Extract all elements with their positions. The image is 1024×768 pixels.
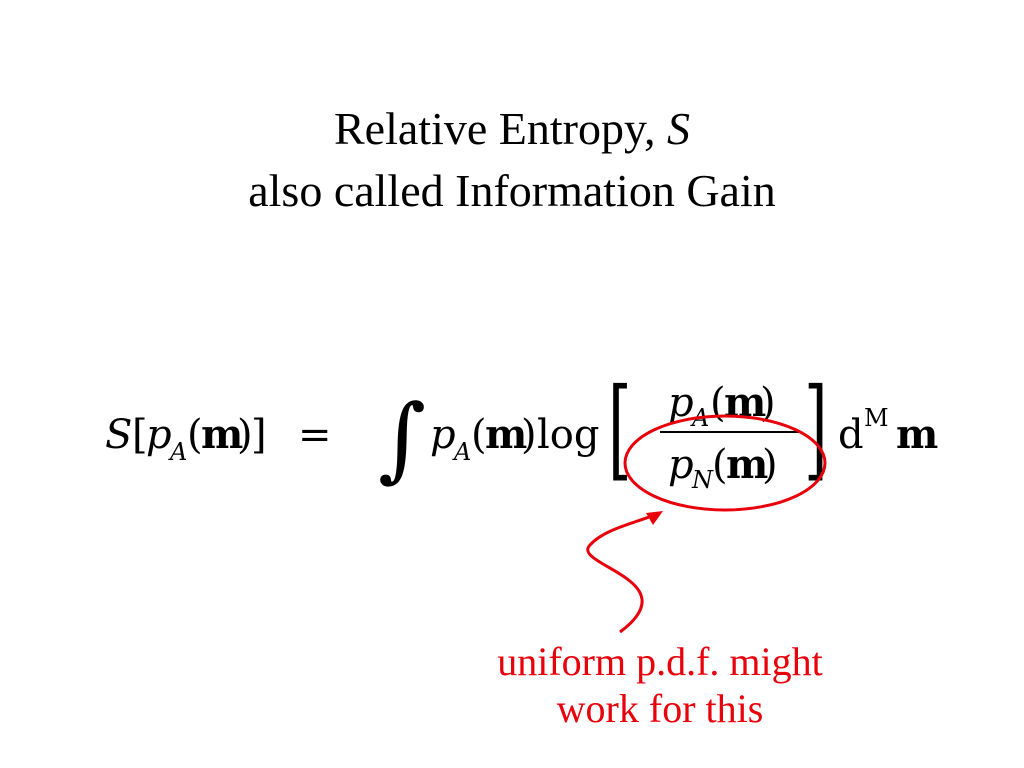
formula-integral-sign: ∫ <box>378 385 426 492</box>
denominator-highlight-ellipse <box>623 414 827 512</box>
annotation-callout: uniform p.d.f. might work for this <box>420 638 900 732</box>
annotation-line-2: work for this <box>556 686 764 731</box>
callout-arrow-curve <box>586 512 657 634</box>
slide-title: Relative Entropy, S also called Informat… <box>0 98 1024 222</box>
formula-lhs-m: m <box>201 411 243 458</box>
formula-denominator-paren-close: ) <box>762 442 778 488</box>
formula-equals: = <box>298 412 332 458</box>
formula-denominator-p: p <box>668 442 694 488</box>
annotation-line-1: uniform p.d.f. might <box>497 639 823 684</box>
formula-measure-m: m <box>896 411 938 458</box>
title-symbol: S <box>666 103 690 154</box>
formula-lhs-sub-a: A <box>168 438 187 466</box>
formula-numerator-paren-open: ( <box>710 380 726 426</box>
relative-entropy-formula: S [ p A ( m ) ] = ∫ p A ( m ) log [ p A … <box>100 364 960 512</box>
formula-measure-sup-m: M <box>864 404 889 432</box>
formula-denominator-sub-n: N <box>691 466 714 494</box>
formula-lhs-p: p <box>146 412 172 458</box>
title-line-2: also called Information Gain <box>248 165 776 216</box>
title-main-text: Relative Entropy, <box>334 103 656 154</box>
formula-log: log <box>537 412 599 458</box>
formula-denominator-m: m <box>726 441 768 488</box>
formula-numerator-paren-close: ) <box>760 380 776 426</box>
formula-denominator-paren-open: ( <box>712 442 728 488</box>
formula-integrand-sub-a: A <box>452 438 471 466</box>
formula-lhs-paren-close: ) <box>237 412 253 458</box>
formula-measure-d: d <box>838 412 864 458</box>
formula-integrand-paren-open: ( <box>471 412 487 458</box>
formula-lhs-paren-open: ( <box>187 412 203 458</box>
formula-lhs-bracket-close: ] <box>251 412 267 458</box>
formula-integrand-p: p <box>430 412 456 458</box>
callout-arrow-head <box>646 511 663 525</box>
formula-lhs-bracket-open: [ <box>132 412 148 458</box>
title-line-1: Relative Entropy, S <box>0 98 1024 160</box>
formula-integrand-m: m <box>485 411 527 458</box>
formula-integrand-paren-close: ) <box>521 412 537 458</box>
formula-lhs-s: S <box>105 412 132 458</box>
formula-bracket-close: ] <box>804 364 828 492</box>
